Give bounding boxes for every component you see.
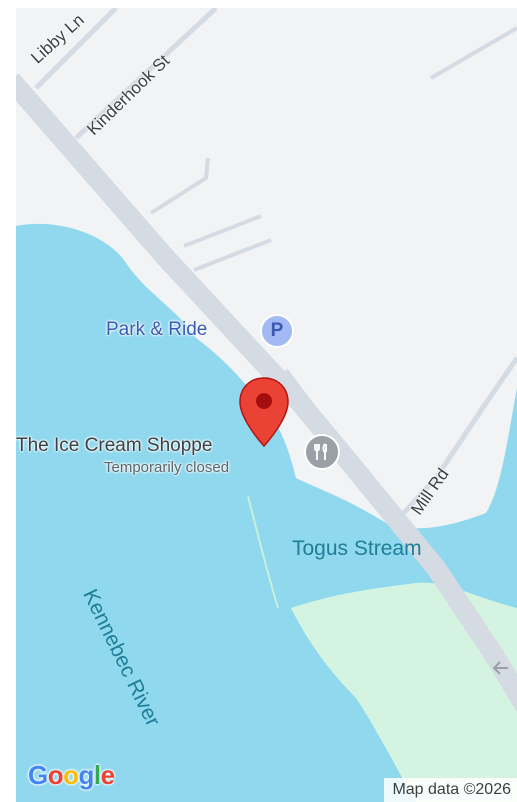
poi-label-ice-cream-shoppe[interactable]: The Ice Cream Shoppe <box>16 435 213 456</box>
fork-knife-icon <box>314 443 327 460</box>
parking-access-road <box>284 368 326 434</box>
side-street <box>193 238 272 272</box>
park-area <box>291 582 517 802</box>
main-road <box>16 73 517 713</box>
marsh-line <box>247 495 279 609</box>
restaurant-icon[interactable] <box>304 434 340 470</box>
side-street <box>149 157 210 215</box>
google-logo-letter: o <box>63 760 79 790</box>
google-logo-letter: o <box>47 760 64 790</box>
mill-rd-road <box>399 356 517 518</box>
google-logo-letter: G <box>28 760 48 790</box>
google-logo: Google <box>28 760 115 791</box>
red-location-pin-icon[interactable] <box>237 376 291 448</box>
map-attribution[interactable]: Map data ©2026 <box>384 778 517 802</box>
road-direction-arrow-icon <box>492 661 508 675</box>
kinderhook-st-road <box>74 8 218 140</box>
google-logo-letter: l <box>93 760 101 790</box>
parking-icon[interactable]: P <box>260 314 294 348</box>
map-base-layer <box>16 8 517 802</box>
map-canvas[interactable]: Libby Ln Kinderhook St Mill Rd Park & Ri… <box>16 8 517 802</box>
side-street <box>183 214 262 248</box>
poi-status-temporarily-closed: Temporarily closed <box>104 459 230 476</box>
libby-ln-road <box>34 8 118 90</box>
google-logo-letter: e <box>100 760 115 790</box>
google-logo-letter: g <box>78 760 95 790</box>
side-street <box>429 26 517 80</box>
poi-label-park-and-ride[interactable]: Park & Ride <box>106 319 208 340</box>
water-label-togus-stream: Togus Stream <box>292 537 422 560</box>
